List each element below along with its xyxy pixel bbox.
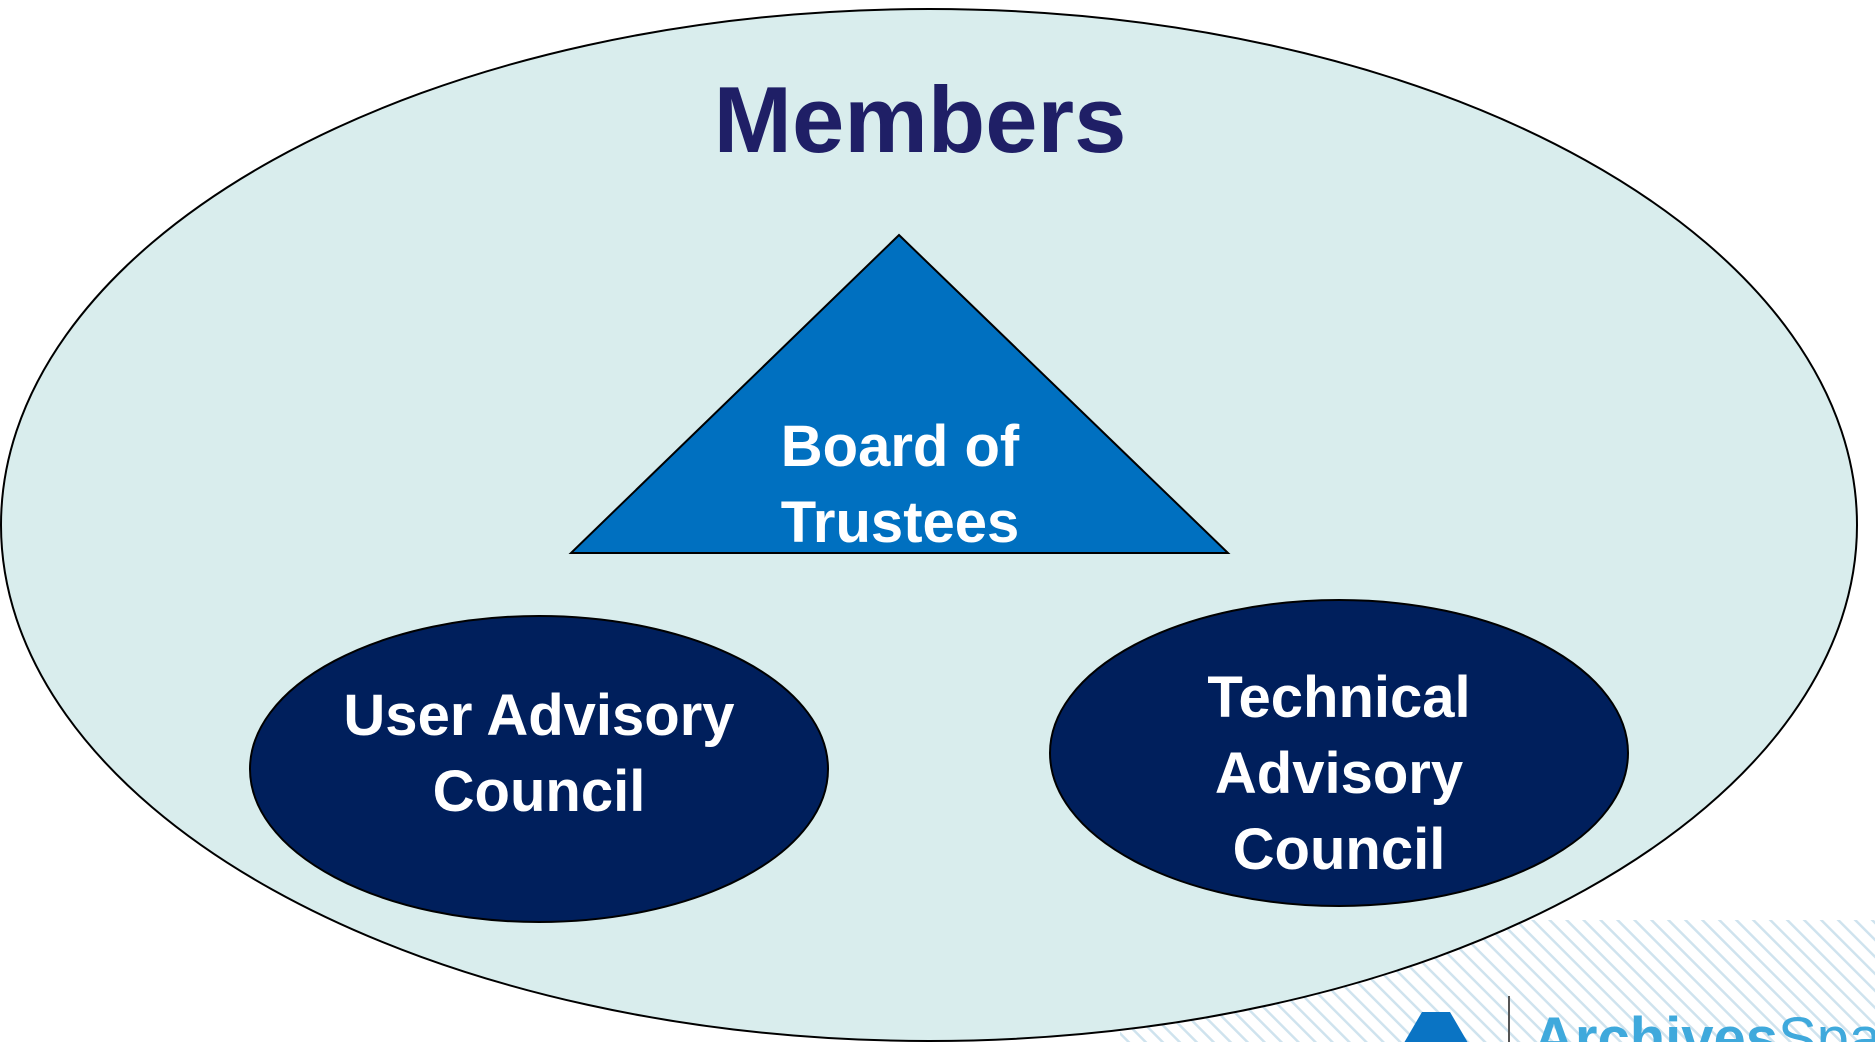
logo-wordmark: ArchivesSpace bbox=[1533, 1006, 1875, 1042]
archivesspace-logo: ArchivesSpace bbox=[1404, 996, 1875, 1042]
board-of-trustees-triangle bbox=[568, 233, 1231, 554]
board-label-line-2: Trustees bbox=[781, 490, 1020, 555]
technical-council-label-line-1: Technical bbox=[1207, 665, 1470, 730]
user-council-label-line-1: User Advisory bbox=[343, 683, 734, 748]
user-advisory-council-ellipse bbox=[249, 615, 829, 923]
logo-word-bold: Archives bbox=[1533, 1006, 1778, 1042]
technical-council-label-line-2: Advisory bbox=[1215, 741, 1463, 806]
user-council-label-line-2: Council bbox=[433, 759, 646, 824]
logo-mark-icon bbox=[1404, 1012, 1468, 1042]
technical-council-label-line-3: Council bbox=[1233, 817, 1446, 882]
board-label-line-1: Board of bbox=[781, 414, 1020, 479]
members-title: Members bbox=[714, 67, 1127, 172]
logo-word-light: Space bbox=[1778, 1006, 1875, 1042]
technical-advisory-council-ellipse bbox=[1049, 599, 1629, 907]
